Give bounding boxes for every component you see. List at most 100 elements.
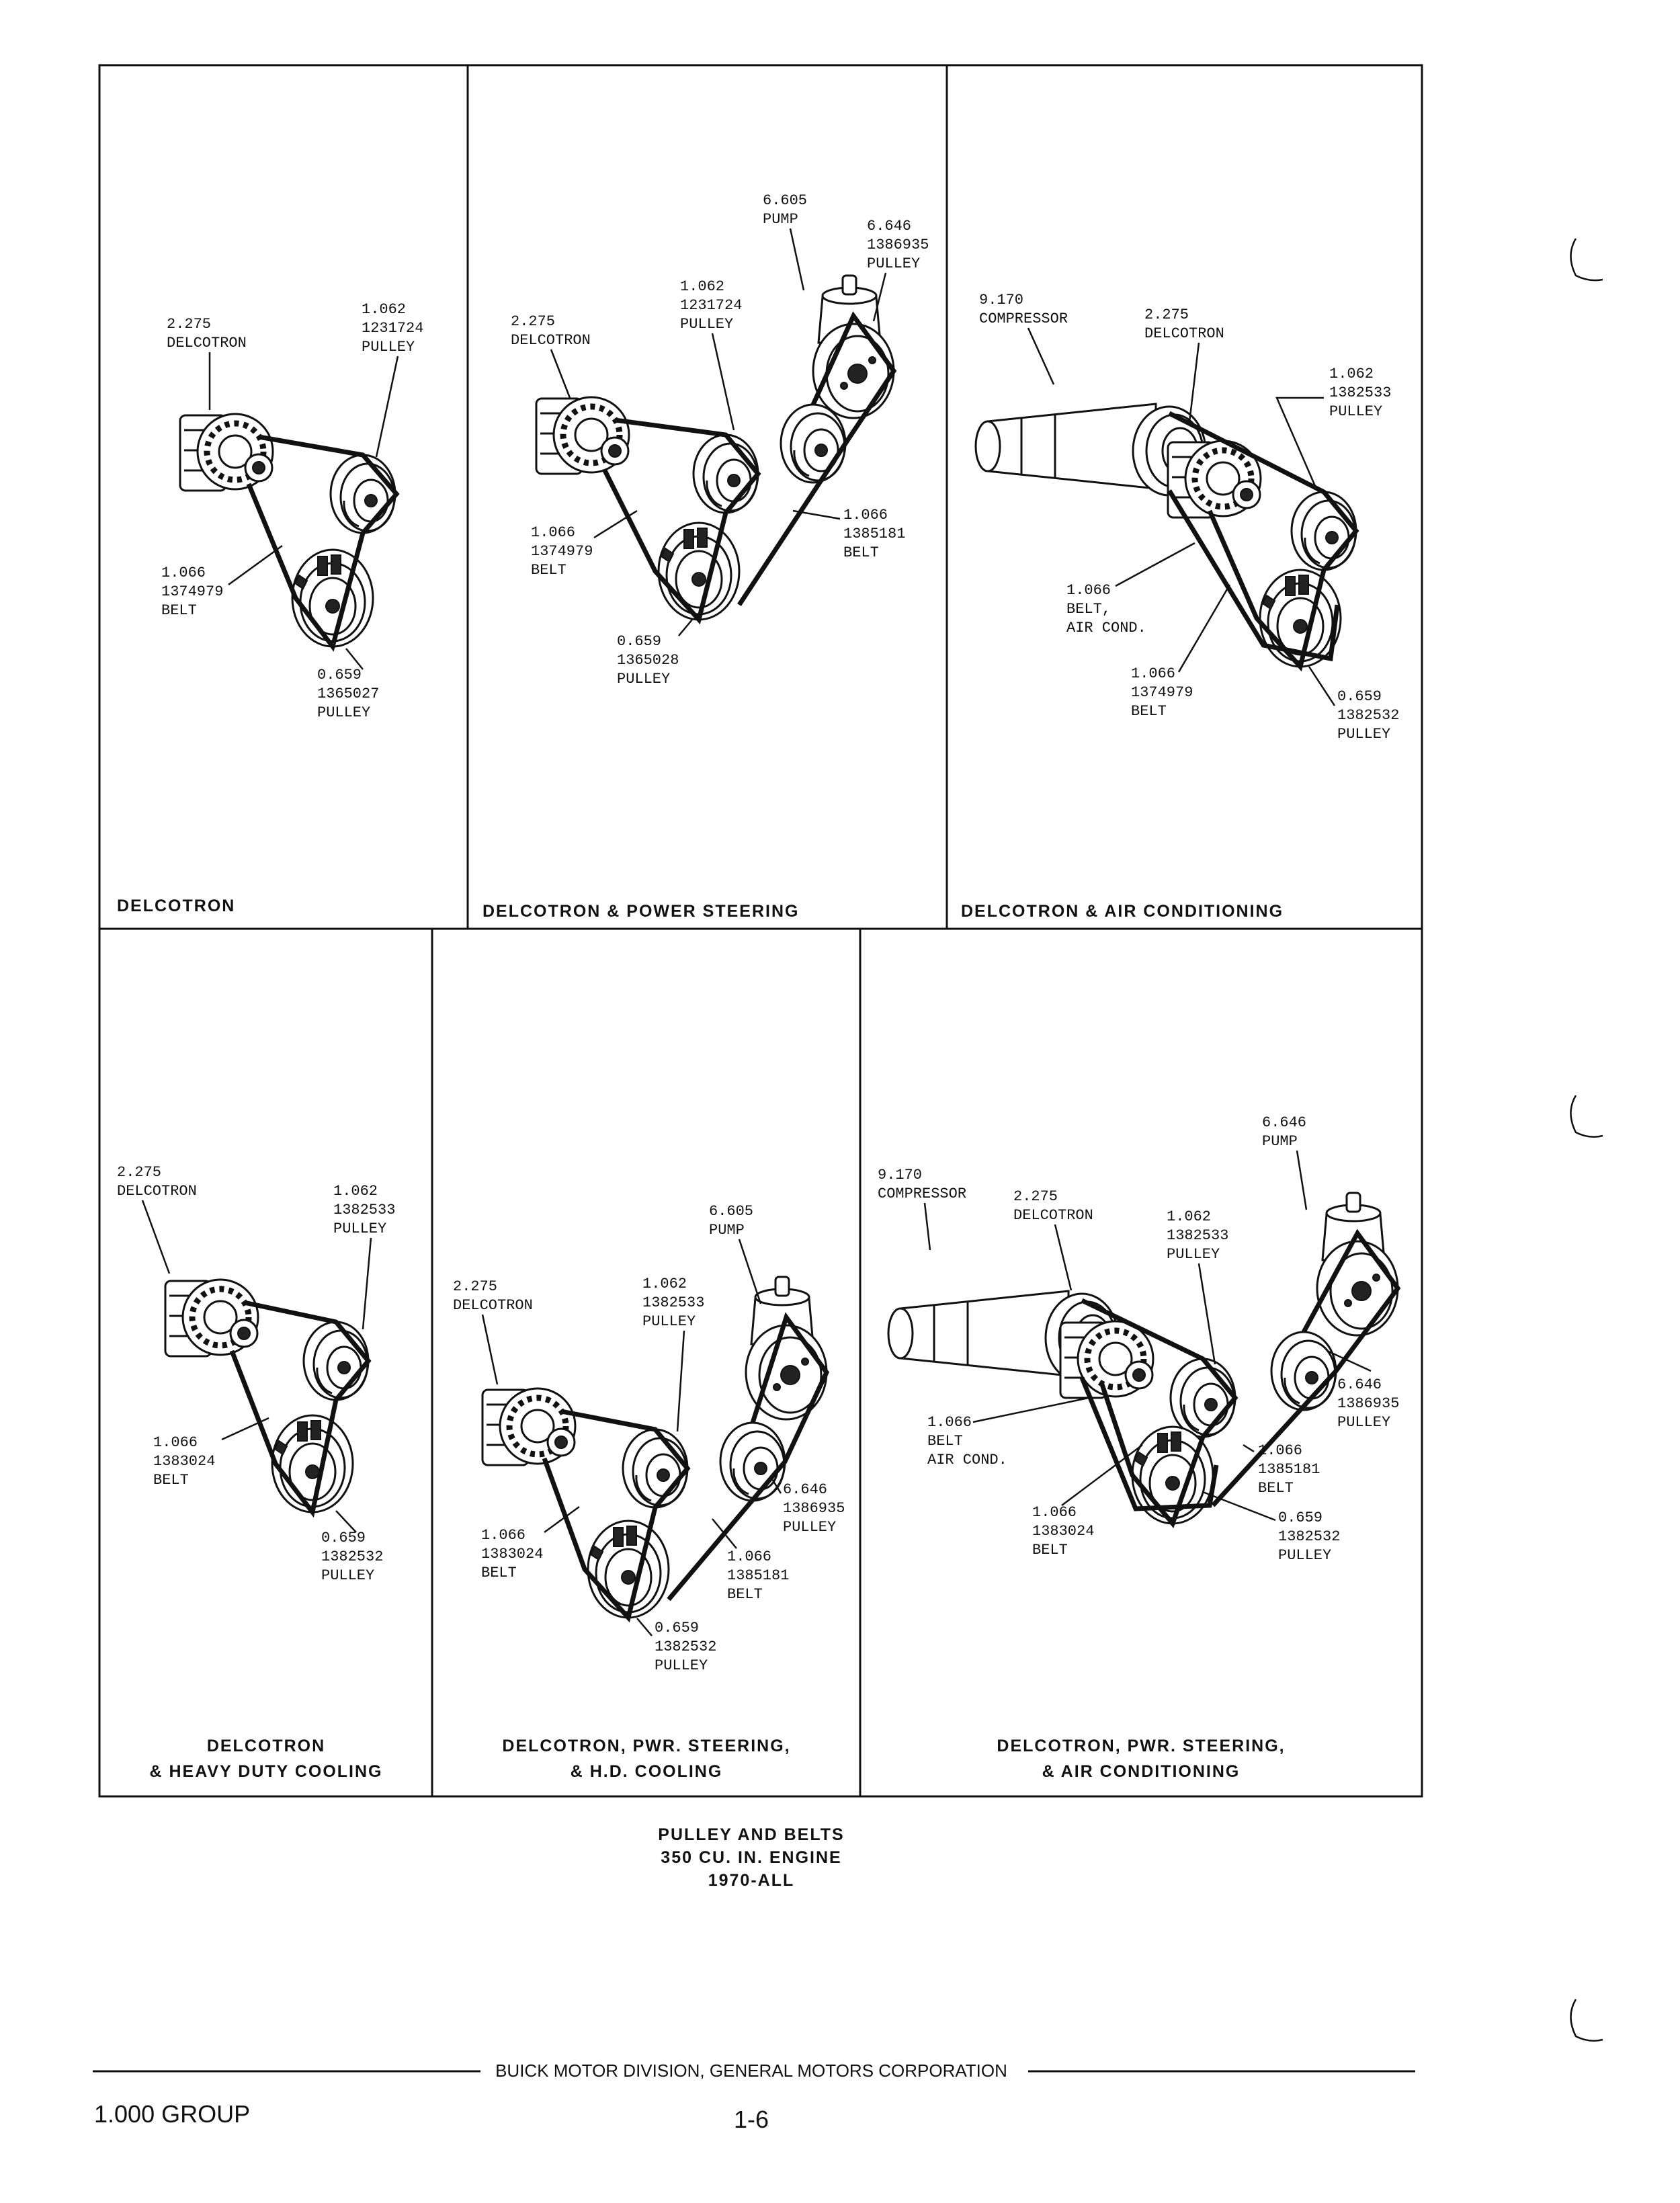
svg-text:PULLEY: PULLEY [362, 339, 415, 356]
svg-text:1374979: 1374979 [531, 543, 593, 560]
svg-text:PULLEY: PULLEY [680, 316, 733, 333]
svg-text:COMPRESSOR: COMPRESSOR [878, 1186, 966, 1202]
svg-text:1385181: 1385181 [727, 1567, 789, 1584]
svg-text:1385181: 1385181 [1258, 1461, 1320, 1478]
svg-text:2.275: 2.275 [117, 1164, 161, 1181]
callout-label: 1.066 1374979 BELT [1131, 665, 1193, 720]
callout-label: 2.275 DELCOTRON [453, 1278, 533, 1314]
panel-illustration [974, 403, 1359, 672]
panel-illustration [536, 274, 897, 625]
page-number: 1-6 [734, 2106, 769, 2133]
svg-text:PUMP: PUMP [709, 1222, 745, 1239]
svg-text:1386935: 1386935 [867, 237, 929, 253]
svg-text:1.066: 1.066 [161, 565, 206, 581]
binder-hole-marks [1570, 238, 1603, 2042]
svg-text:DELCOTRON, PWR. STEERING,: DELCOTRON, PWR. STEERING, [502, 1737, 790, 1755]
callout-label: 1.066 1383024 BELT [481, 1527, 543, 1581]
callout-label: 9.170 COMPRESSOR [979, 292, 1068, 327]
panel-caption: DELCOTRON & HEAVY DUTY COOLING [150, 1737, 382, 1781]
callout-label: 6.605 PUMP [763, 192, 807, 228]
callout-label: 1.062 1382533 PULLEY [1167, 1208, 1228, 1263]
svg-text:6.646: 6.646 [867, 218, 911, 235]
svg-text:6.605: 6.605 [709, 1203, 753, 1220]
svg-text:1365027: 1365027 [317, 685, 379, 702]
callout-label: 0.659 1382532 PULLEY [321, 1530, 383, 1584]
svg-text:DELCOTRON & POWER STEERING: DELCOTRON & POWER STEERING [482, 902, 799, 921]
svg-text:BELT: BELT [161, 602, 197, 619]
svg-text:1386935: 1386935 [783, 1500, 845, 1517]
callout-label: 2.275 DELCOTRON [1144, 306, 1224, 342]
svg-text:2.275: 2.275 [167, 316, 211, 333]
svg-text:BELT: BELT [531, 562, 566, 579]
callout-label: 1.062 1231724 PULLEY [362, 301, 423, 356]
svg-text:1382532: 1382532 [655, 1638, 716, 1655]
svg-text:BELT,: BELT, [1066, 601, 1111, 618]
svg-text:PULLEY: PULLEY [867, 255, 920, 272]
svg-text:2.275: 2.275 [511, 313, 555, 330]
svg-text:350 CU. IN. ENGINE: 350 CU. IN. ENGINE [661, 1848, 841, 1867]
svg-text:BELT: BELT [481, 1565, 517, 1581]
panel-delcotron-pwr-steering-hd-cooling: 6.605 PUMP 2.275 DELCOTRON 1.062 1382533… [453, 1203, 845, 1781]
svg-text:0.659: 0.659 [321, 1530, 366, 1546]
callout-label: 2.275 DELCOTRON [117, 1164, 197, 1200]
svg-text:1385181: 1385181 [843, 526, 905, 542]
svg-text:1.062: 1.062 [1329, 366, 1374, 382]
svg-text:DELCOTRON: DELCOTRON [207, 1737, 325, 1755]
svg-text:BELT: BELT [1258, 1480, 1294, 1497]
svg-text:1374979: 1374979 [1131, 684, 1193, 701]
svg-text:AIR COND.: AIR COND. [927, 1452, 1007, 1468]
callout-label: 1.062 1231724 PULLEY [680, 278, 742, 333]
svg-text:1383024: 1383024 [481, 1546, 543, 1563]
callout-label: 6.646 1386935 PULLEY [867, 218, 929, 272]
svg-text:PULLEY: PULLEY [321, 1567, 374, 1584]
callout-label: 0.659 1365027 PULLEY [317, 667, 379, 721]
callout-label: 0.659 1382532 PULLEY [1337, 688, 1399, 743]
svg-text:DELCOTRON: DELCOTRON [167, 335, 247, 351]
svg-text:6.646: 6.646 [1337, 1376, 1382, 1393]
svg-text:0.659: 0.659 [655, 1620, 699, 1636]
svg-text:1382533: 1382533 [642, 1294, 704, 1311]
svg-text:1383024: 1383024 [1032, 1523, 1094, 1540]
callout-label: 1.066 BELT AIR COND. [927, 1414, 1007, 1468]
svg-text:2.275: 2.275 [1013, 1188, 1058, 1205]
svg-text:BELT: BELT [843, 544, 879, 561]
svg-text:DELCOTRON: DELCOTRON [1144, 325, 1224, 342]
callout-label: 0.659 1365028 PULLEY [617, 633, 679, 688]
callout-label: 6.646 1386935 PULLEY [1337, 1376, 1399, 1431]
panel-delcotron-power-steering: 6.605 PUMP 6.646 1386935 PULLEY 1.062 12… [482, 192, 929, 921]
svg-text:6.646: 6.646 [783, 1481, 827, 1498]
svg-text:DELCOTRON & AIR CONDITIONING: DELCOTRON & AIR CONDITIONING [961, 902, 1284, 921]
svg-text:0.659: 0.659 [317, 667, 362, 683]
svg-text:2.275: 2.275 [453, 1278, 497, 1295]
svg-text:PULLEY: PULLEY [317, 704, 370, 721]
svg-text:1.066: 1.066 [531, 524, 575, 541]
callout-label: 1.062 1382533 PULLEY [333, 1183, 395, 1237]
svg-text:DELCOTRON: DELCOTRON [117, 1183, 197, 1200]
svg-text:1.066: 1.066 [843, 507, 888, 524]
svg-text:1.066: 1.066 [1258, 1442, 1302, 1459]
svg-text:1.066: 1.066 [1131, 665, 1175, 682]
svg-text:1231724: 1231724 [680, 297, 742, 314]
svg-text:9.170: 9.170 [878, 1167, 922, 1183]
callout-label: 1.066 BELT, AIR COND. [1066, 582, 1146, 636]
svg-text:PULLEY: PULLEY [1337, 1414, 1390, 1431]
panel-caption: DELCOTRON & AIR CONDITIONING [961, 902, 1284, 921]
svg-text:1.066: 1.066 [153, 1434, 198, 1451]
svg-text:1382533: 1382533 [1167, 1227, 1228, 1244]
svg-text:BELT: BELT [153, 1472, 189, 1489]
svg-text:0.659: 0.659 [1337, 688, 1382, 705]
publisher-line: BUICK MOTOR DIVISION, GENERAL MOTORS COR… [495, 2061, 1007, 2081]
figure-title: PULLEY AND BELTS 350 CU. IN. ENGINE 1970… [658, 1825, 843, 1890]
svg-text:BELT: BELT [727, 1586, 763, 1603]
svg-text:1.062: 1.062 [333, 1183, 378, 1200]
panel-caption: DELCOTRON, PWR. STEERING, & AIR CONDITIO… [997, 1737, 1284, 1781]
panel-caption: DELCOTRON [117, 897, 234, 915]
callout-label: 2.275 DELCOTRON [167, 316, 247, 351]
svg-text:& H.D. COOLING: & H.D. COOLING [571, 1762, 723, 1781]
svg-text:COMPRESSOR: COMPRESSOR [979, 310, 1068, 327]
callout-label: 1.066 1374979 BELT [161, 565, 223, 619]
callout-label: 1.066 1385181 BELT [727, 1548, 789, 1603]
svg-text:PULLEY: PULLEY [1329, 403, 1382, 420]
svg-text:6.646: 6.646 [1262, 1114, 1306, 1131]
